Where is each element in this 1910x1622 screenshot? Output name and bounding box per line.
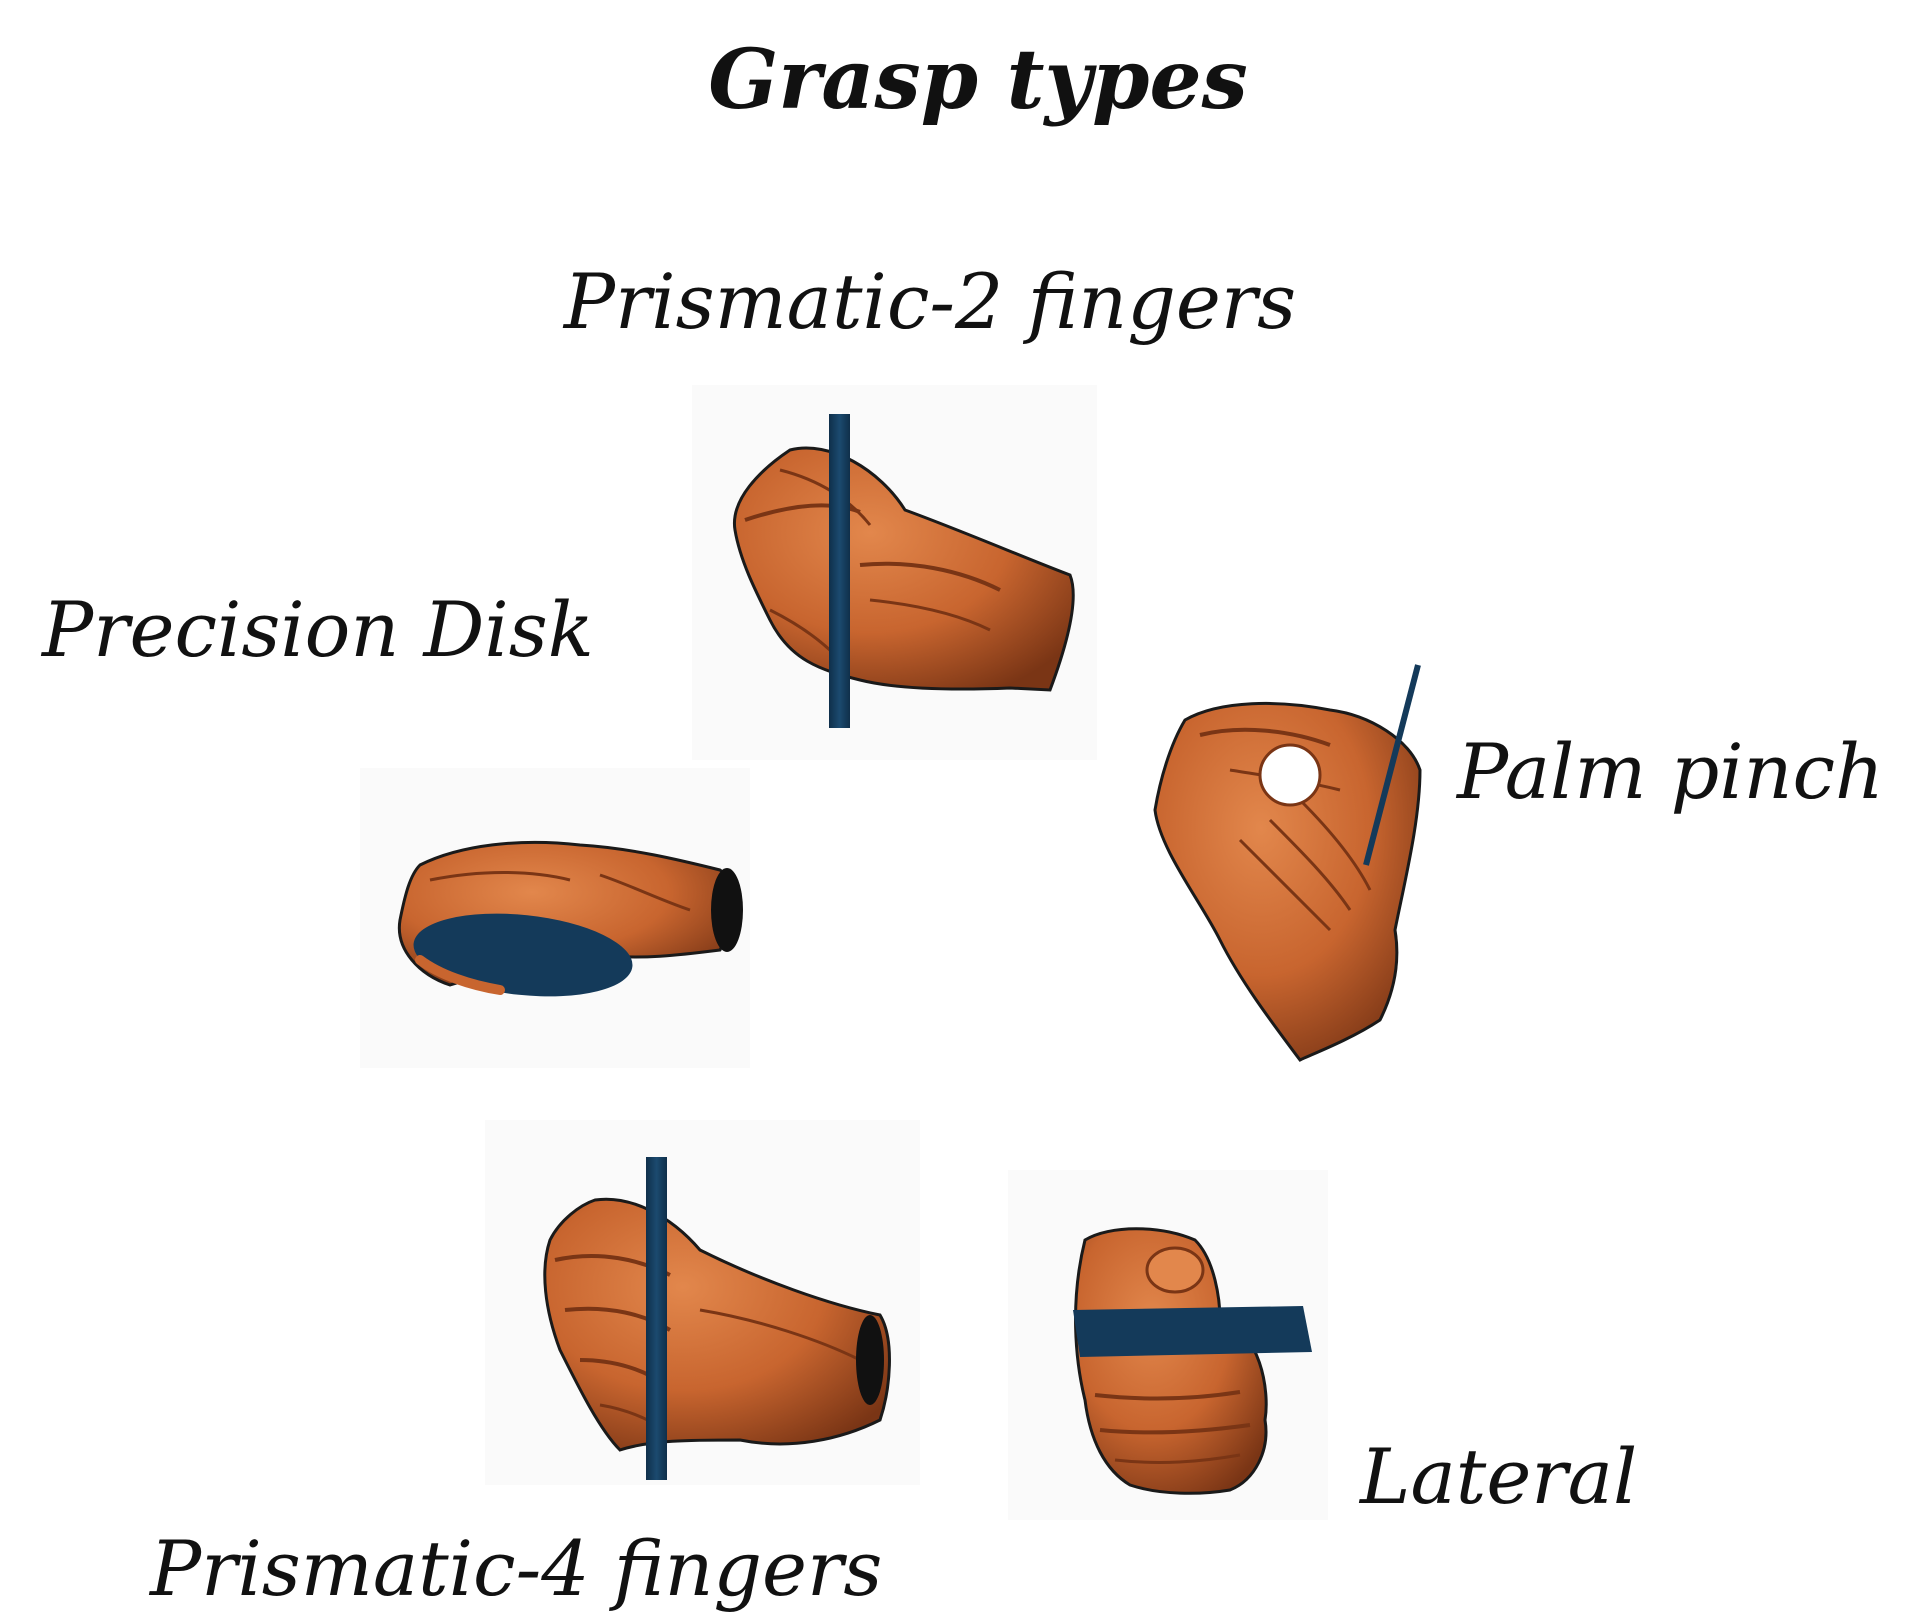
grasp-label: Precision Disk	[40, 585, 594, 674]
figure-title: Grasp types	[708, 32, 1248, 128]
grasp-precision-disk: Precision Disk	[40, 585, 750, 1068]
grasp-label: Lateral	[1358, 1432, 1637, 1521]
grasp-prismatic-4: Prismatic-4 fingers	[148, 1120, 920, 1613]
card-object	[1073, 1306, 1312, 1357]
grasp-palm-pinch: Palm pinch	[1155, 665, 1884, 1060]
grasp-label: Prismatic-2 fingers	[562, 257, 1296, 346]
grasp-label: Prismatic-4 fingers	[148, 1524, 882, 1613]
hand-illustration	[1155, 703, 1420, 1060]
rod-object	[646, 1157, 667, 1480]
grasp-lateral: Lateral	[1008, 1170, 1637, 1521]
grasp-prismatic-2: Prismatic-2 fingers	[562, 257, 1296, 760]
rod-object	[829, 414, 850, 728]
grasp-label: Palm pinch	[1455, 727, 1884, 816]
